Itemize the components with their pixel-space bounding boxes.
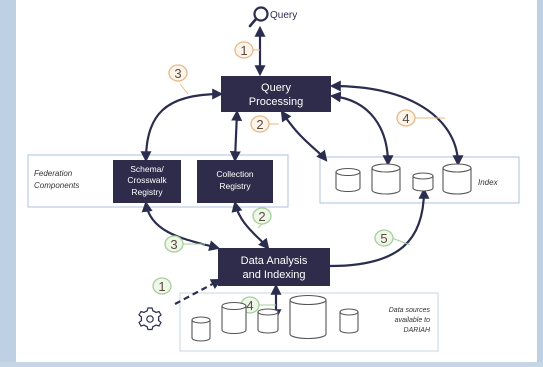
collection-registry-line2: Registry — [219, 181, 251, 191]
arrow-processing-schema — [140, 88, 224, 163]
schema-registry-node: Schema/ Crosswalk Registry — [113, 160, 181, 203]
arrow-processing-index-mid — [329, 91, 394, 167]
source-database-icon — [191, 316, 211, 342]
query-processing-line2: Processing — [249, 96, 303, 108]
step-label-processing-collection: 2 — [256, 117, 263, 132]
source-database-icon — [221, 301, 247, 335]
data-analysis-line2: and Indexing — [243, 269, 306, 281]
step-label-trigger: 1 — [158, 279, 165, 294]
step-badge-processing-collection — [250, 115, 270, 133]
step-badge-analysis-index — [374, 229, 394, 247]
index-database-icon — [371, 163, 401, 195]
schema-registry-line1: Schema/ — [130, 164, 164, 174]
step-label-schema-analysis: 3 — [170, 237, 177, 252]
query-processing-node: Query Processing — [221, 76, 331, 112]
index-database-icon — [335, 167, 361, 193]
diagram-panel: Query 1 3 2 4 2 3 — [16, 0, 537, 362]
query-processing-line1: Query — [261, 82, 291, 94]
index-database-icon — [412, 172, 434, 192]
gear-icon — [138, 307, 162, 331]
source-database-icon — [289, 294, 327, 340]
data-sources-line3: DARIAH — [404, 327, 431, 334]
arrow-trigger-analysis — [174, 278, 222, 305]
arrow-processing-collection — [229, 109, 243, 163]
data-analysis-line1: Data Analysis — [241, 255, 308, 267]
query-label: Query — [270, 10, 297, 21]
source-database-icon — [339, 308, 359, 334]
magnifier-icon — [248, 6, 269, 28]
step-badge-schema-analysis — [164, 235, 184, 253]
step-badge-processing-schema — [168, 64, 188, 82]
data-sources-line2: available to — [395, 317, 431, 324]
data-sources-line1: Data sources — [389, 307, 431, 314]
schema-registry-line3: Registry — [131, 187, 163, 197]
step-badge-query-processing — [234, 41, 254, 59]
arrow-processing-index-right — [329, 80, 464, 167]
arrow-analysis-index — [329, 187, 430, 268]
step-badge-processing-index — [396, 109, 416, 127]
step-label-query-processing: 1 — [240, 43, 247, 58]
arrow-collection-analysis — [231, 200, 270, 250]
architecture-diagram: Query 1 3 2 4 2 3 — [27, 6, 520, 352]
arrow-schema-analysis — [141, 200, 221, 252]
step-label-processing-index: 4 — [402, 111, 409, 126]
step-badge-collection-analysis — [252, 207, 272, 225]
step-label-analysis-sources: 4 — [246, 298, 253, 313]
schema-registry-line2: Crosswalk — [127, 175, 167, 185]
step-label-processing-schema: 3 — [174, 66, 181, 81]
index-database-icon — [442, 163, 472, 195]
step-label-collection-analysis: 2 — [258, 209, 265, 224]
collection-registry-node: Collection Registry — [197, 160, 273, 203]
federation-label-line2: Components — [34, 181, 79, 190]
source-database-icon — [257, 308, 279, 334]
data-analysis-node: Data Analysis and Indexing — [218, 248, 330, 286]
collection-registry-line1: Collection — [216, 169, 254, 179]
federation-label-line1: Federation — [34, 169, 73, 178]
arrow-processing-index-left — [280, 110, 328, 162]
index-label: Index — [478, 178, 499, 187]
step-badge-trigger — [152, 277, 172, 295]
step-label-analysis-index: 5 — [380, 231, 387, 246]
